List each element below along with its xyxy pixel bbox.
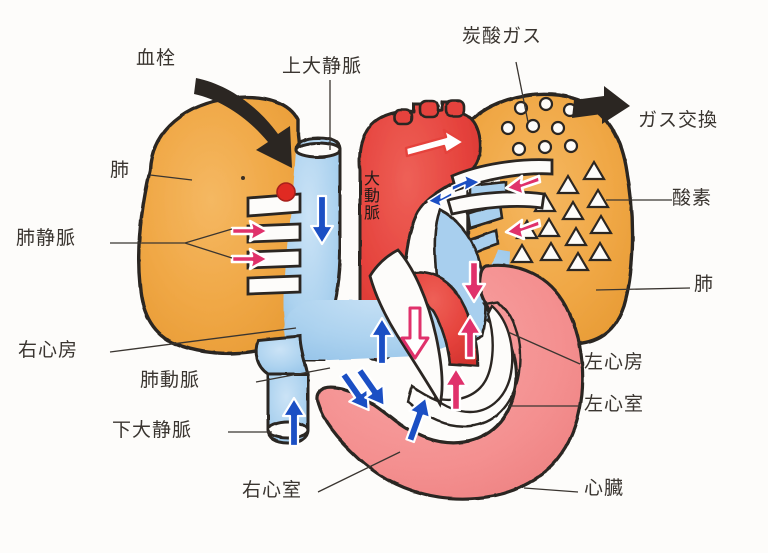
label-superior-vena-cava: 上大静脈	[282, 55, 363, 77]
label-gas-exchange: ガス交換	[638, 109, 719, 131]
label-thrombus: 血栓	[136, 47, 177, 69]
oxygen-uptake-arrows	[504, 174, 542, 241]
label-right-ventricle: 右心室	[242, 479, 303, 501]
arterial-flow-arrows	[400, 260, 487, 412]
thrombus-arrow-icon	[194, 78, 292, 168]
label-left-ventricle: 左心室	[584, 393, 645, 415]
gas-exchange-arrow-icon	[572, 86, 630, 124]
label-pulmonary-vein: 肺静脈	[16, 227, 77, 249]
label-aorta: 大動脈	[361, 170, 380, 221]
label-inferior-vena-cava: 下大静脈	[112, 419, 193, 441]
label-oxygen: 酸素	[672, 187, 713, 209]
thrombus-marker	[276, 182, 296, 202]
label-left-atrium: 左心房	[584, 351, 645, 373]
septum-shape	[368, 248, 444, 408]
aorta-outflow-arrow-icon	[404, 128, 466, 158]
co2-marker-group	[500, 96, 579, 157]
left-atrium-chamber	[433, 304, 514, 414]
label-carbon-dioxide: 炭酸ガス	[462, 25, 543, 47]
label-leader-lines	[109, 61, 691, 493]
inferior-vena-cava-shape	[254, 334, 310, 445]
label-pulmonary-artery: 肺動脈	[140, 369, 201, 391]
label-heart: 心臓	[584, 477, 625, 499]
label-right-atrium: 右心房	[18, 339, 79, 361]
lung-speck	[241, 176, 245, 180]
label-lung-left: 肺	[110, 159, 131, 181]
venous-flow-arrows	[281, 174, 481, 448]
label-lung-right: 肺	[694, 273, 715, 295]
pulmonary-vein-flow-arrows	[230, 219, 270, 271]
oxygen-marker-group	[510, 159, 613, 272]
